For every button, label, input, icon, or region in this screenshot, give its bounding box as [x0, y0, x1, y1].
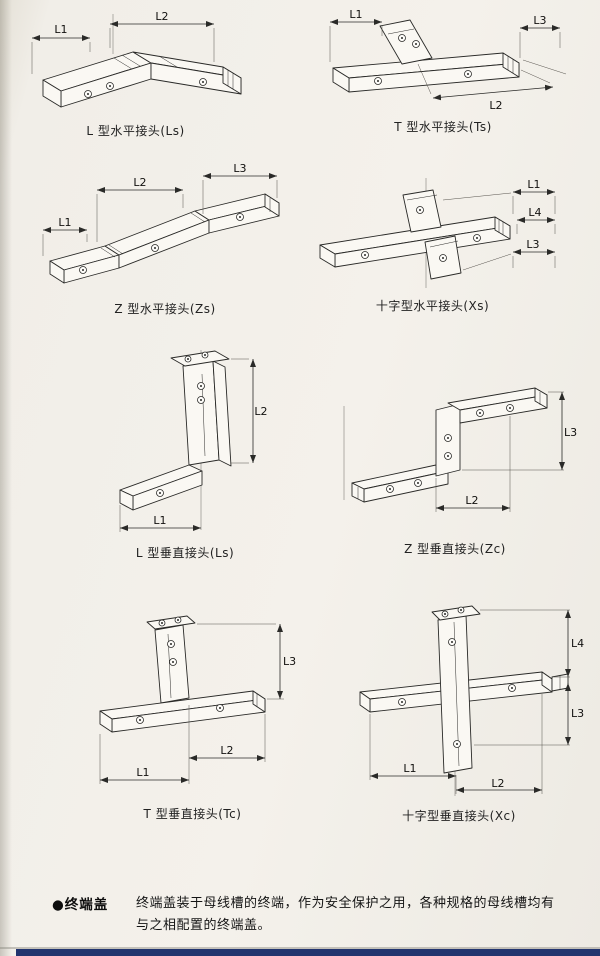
page-bottom-strip	[16, 949, 600, 956]
dim-label: L2	[254, 405, 267, 418]
figure-caption: L 型垂直接头(Ls)	[135, 546, 235, 560]
dim-label: L1	[349, 8, 362, 21]
dim-label: L1	[403, 762, 416, 775]
xc-vertical-drawing: L4 L3 L1 L2	[359, 605, 584, 796]
dim-label: L3	[526, 238, 539, 251]
dimensions: L3 L2	[435, 391, 577, 512]
figure-caption: 十字型垂直接头(Xc)	[402, 809, 516, 823]
duct-body	[99, 615, 266, 733]
figure-caption: T 型垂直接头(Tc)	[143, 807, 242, 821]
figure-ls-horizontal: L1 L2 L 型水平接头(Ls)	[18, 8, 253, 139]
terminal-cover-heading: ●终端盖	[52, 893, 108, 913]
ts-horizontal-drawing: L1 L3 L2	[329, 8, 567, 112]
dim-label: L3	[533, 14, 546, 27]
dim-label: L3	[283, 655, 296, 668]
figure-xs-horizontal: L1 L4 L3 十字型水平接头(Xs)	[305, 170, 560, 314]
duct-body	[119, 350, 232, 530]
ls-vertical-drawing: L2 L1	[119, 350, 268, 532]
dim-label: L1	[58, 216, 71, 229]
dim-label: L1	[54, 23, 67, 36]
dim-label: L1	[136, 766, 149, 779]
xs-horizontal-drawing: L1 L4 L3	[319, 178, 556, 288]
dimensions: L3 L2 L1	[99, 623, 296, 784]
duct-body	[49, 193, 280, 284]
figure-caption: Z 型垂直接头(Zc)	[404, 542, 506, 556]
bullet-icon: ●	[52, 897, 65, 913]
dim-label: L2	[155, 10, 168, 23]
duct-body	[332, 19, 520, 93]
figure-caption: L 型水平接头(Ls)	[86, 124, 185, 138]
dim-label: L2	[133, 176, 146, 189]
dim-label: L1	[527, 178, 540, 191]
dimensions: L1 L2 L3	[42, 162, 278, 256]
dim-label: L4	[571, 637, 584, 650]
dim-label: L2	[465, 494, 478, 507]
dim-label: L2	[489, 99, 502, 112]
dim-label: L3	[564, 426, 577, 439]
terminal-cover-term: 终端盖	[64, 897, 109, 913]
dim-label: L3	[571, 707, 584, 720]
tc-vertical-drawing: L3 L2 L1	[99, 615, 296, 784]
dim-label: L2	[491, 777, 504, 790]
figure-zs-horizontal: L1 L2 L3 Z 型水平接头(Zs)	[35, 158, 295, 317]
dim-label: L2	[220, 744, 233, 757]
duct-body	[42, 14, 242, 108]
dimensions: L1 L3 L2	[329, 8, 567, 112]
zs-horizontal-drawing: L1 L2 L3	[42, 162, 280, 284]
zc-vertical-drawing: L3 L2	[343, 387, 577, 512]
duct-body	[319, 178, 511, 288]
figure-caption: 十字型水平接头(Xs)	[375, 299, 490, 313]
figure-xc-vertical: L4 L3 L1 L2 十字型垂直接头(Xc)	[330, 600, 588, 824]
figure-ts-horizontal: L1 L3 L2 T 型水平接头(Ts)	[318, 8, 568, 135]
duct-body	[359, 605, 569, 796]
dimensions: L1 L2	[31, 10, 215, 74]
figure-caption: Z 型水平接头(Zs)	[114, 302, 216, 316]
dim-label: L4	[528, 206, 541, 219]
dimensions: L4 L3 L1 L2	[369, 609, 584, 794]
ls-horizontal-drawing: L1 L2	[31, 10, 242, 108]
figure-caption: T 型水平接头(Ts)	[394, 120, 492, 134]
terminal-cover-description: 终端盖装于母线槽的终端，作为安全保护之用，各种规格的母线槽均有与之相配置的终端盖…	[136, 896, 555, 934]
dimensions: L2 L1	[119, 358, 268, 532]
figure-ls-vertical: L2 L1 L 型垂直接头(Ls)	[85, 342, 285, 561]
dimensions: L1 L4 L3	[442, 178, 556, 271]
dim-label: L3	[233, 162, 246, 175]
scan-edge-shadow	[0, 0, 12, 956]
figure-tc-vertical: L3 L2 L1 T 型垂直接头(Tc)	[85, 608, 300, 822]
dim-label: L1	[153, 514, 166, 527]
page-bottom-shadow	[0, 947, 600, 949]
figure-zc-vertical: L3 L2 Z 型垂直接头(Zc)	[330, 348, 580, 557]
duct-body	[343, 387, 548, 503]
